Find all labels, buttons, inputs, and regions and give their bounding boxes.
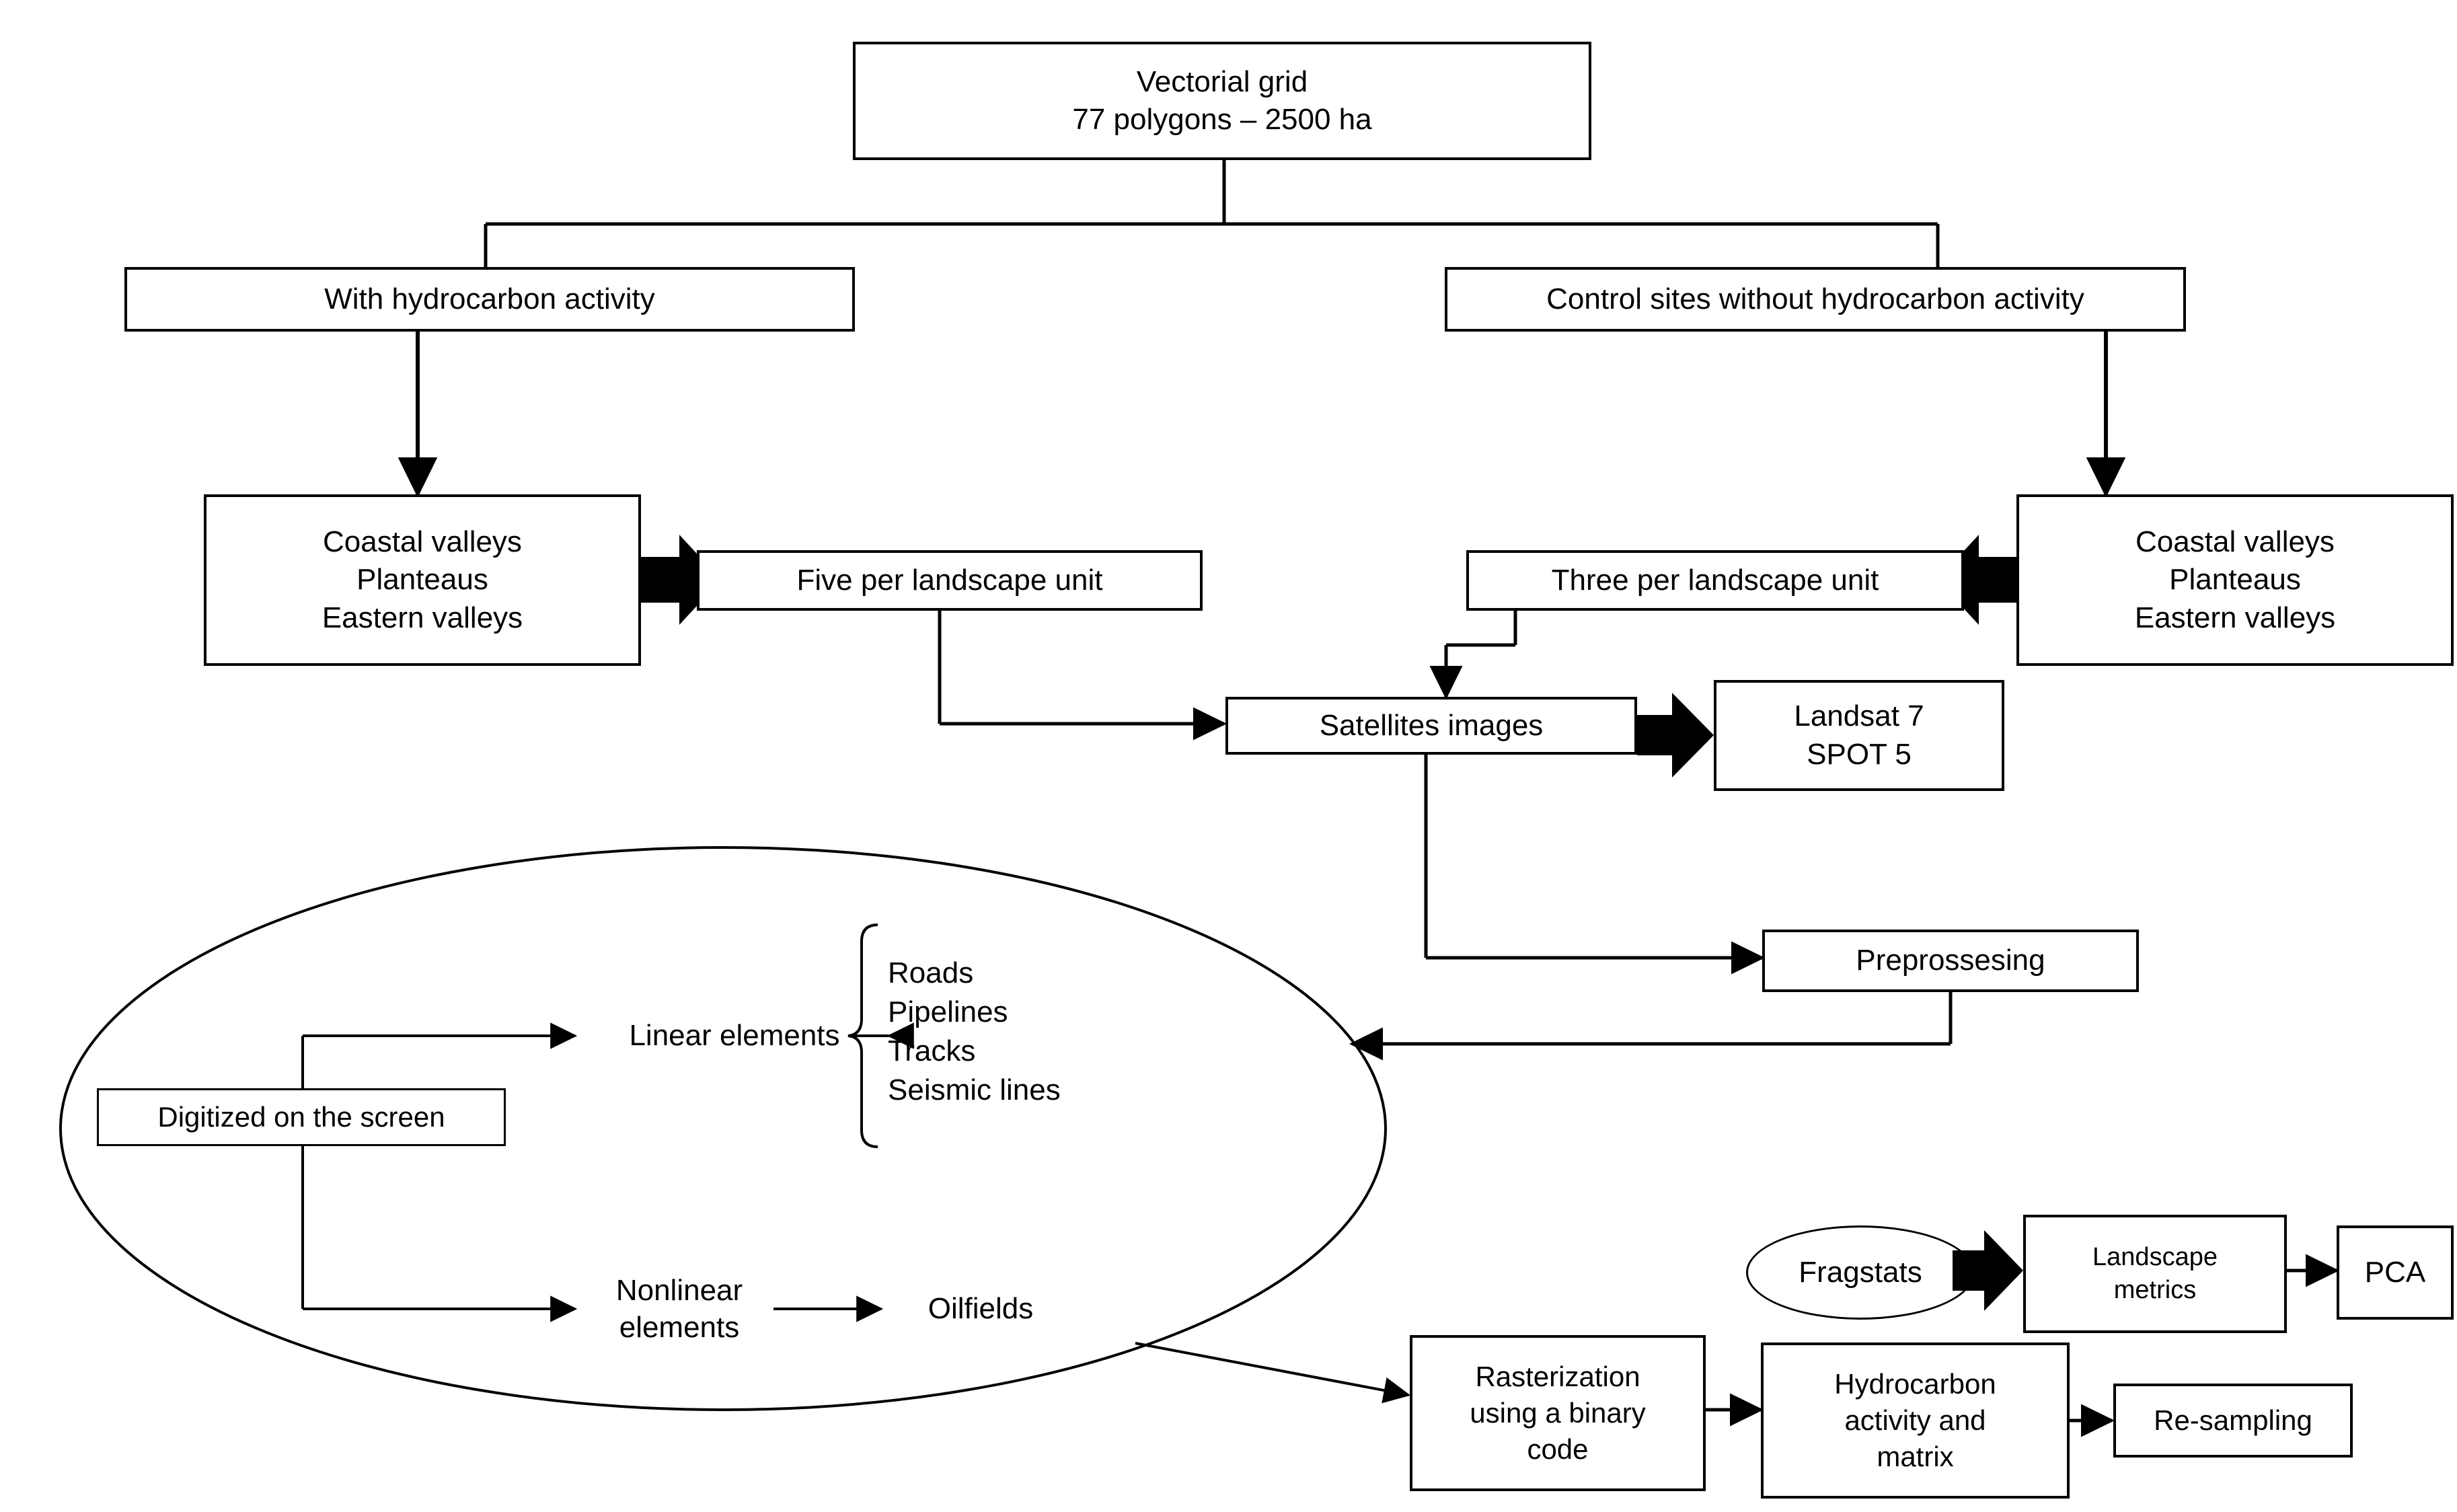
block-arrow-left-units-to-five	[640, 535, 721, 625]
node-three-per-landscape-unit[interactable]: Three per landscape unit	[1466, 550, 1964, 611]
node-sensors[interactable]: Landsat 7 SPOT 5	[1714, 680, 2004, 791]
node-rasterization[interactable]: Rasterization using a binary code	[1410, 1335, 1706, 1491]
connector-grid-split	[484, 158, 1940, 267]
digitizing-group-ellipse	[59, 846, 1387, 1411]
label-linear-items: Roads Pipelines Tracks Seismic lines	[888, 956, 1061, 1107]
connector-digitized-to-nonlinear	[301, 1117, 578, 1322]
connector-satellites-to-preprocessing	[1424, 754, 1766, 975]
label-linear-elements: Linear elements	[629, 1019, 840, 1053]
node-landscape-metrics[interactable]: Landscape metrics	[2023, 1215, 2287, 1333]
node-vectorial-grid[interactable]: Vectorial grid 77 polygons – 2500 ha	[853, 42, 1591, 160]
node-preprossesing[interactable]: Preprossesing	[1762, 930, 2139, 992]
node-five-per-landscape-unit[interactable]: Five per landscape unit	[697, 550, 1203, 611]
node-hydrocarbon-matrix[interactable]: Hydrocarbon activity and matrix	[1761, 1343, 2070, 1499]
node-satellites-images[interactable]: Satellites images	[1225, 697, 1637, 755]
connector-preprocessing-to-ellipse	[1349, 992, 1953, 1061]
label-oilfields: Oilfields	[928, 1292, 1034, 1326]
node-with-hydrocarbon-activity[interactable]: With hydrocarbon activity	[124, 267, 855, 332]
connector-ellipse-to-rasterization	[1135, 1342, 1411, 1404]
node-digitized-on-the-screen[interactable]: Digitized on the screen	[97, 1088, 506, 1146]
node-landscape-units-left[interactable]: Coastal valleys Planteaus Eastern valley…	[204, 494, 641, 666]
connector-five-to-satellites	[938, 610, 1227, 741]
node-resampling[interactable]: Re-sampling	[2113, 1384, 2353, 1458]
node-landscape-units-right[interactable]: Coastal valleys Planteaus Eastern valley…	[2016, 494, 2454, 666]
label-nonlinear-elements: Nonlinear elements	[615, 1273, 743, 1344]
connector-three-to-satellites	[1429, 610, 1517, 700]
block-arrow-right-units-to-three	[1937, 535, 2018, 625]
node-fragstats[interactable]: Fragstats	[1746, 1225, 1975, 1320]
node-pca[interactable]: PCA	[2337, 1225, 2454, 1320]
block-arrow-fragstats-to-metrics	[1953, 1230, 2023, 1311]
block-arrow-satellites-to-sensors	[1637, 693, 1714, 778]
node-control-sites[interactable]: Control sites without hydrocarbon activi…	[1445, 267, 2186, 332]
